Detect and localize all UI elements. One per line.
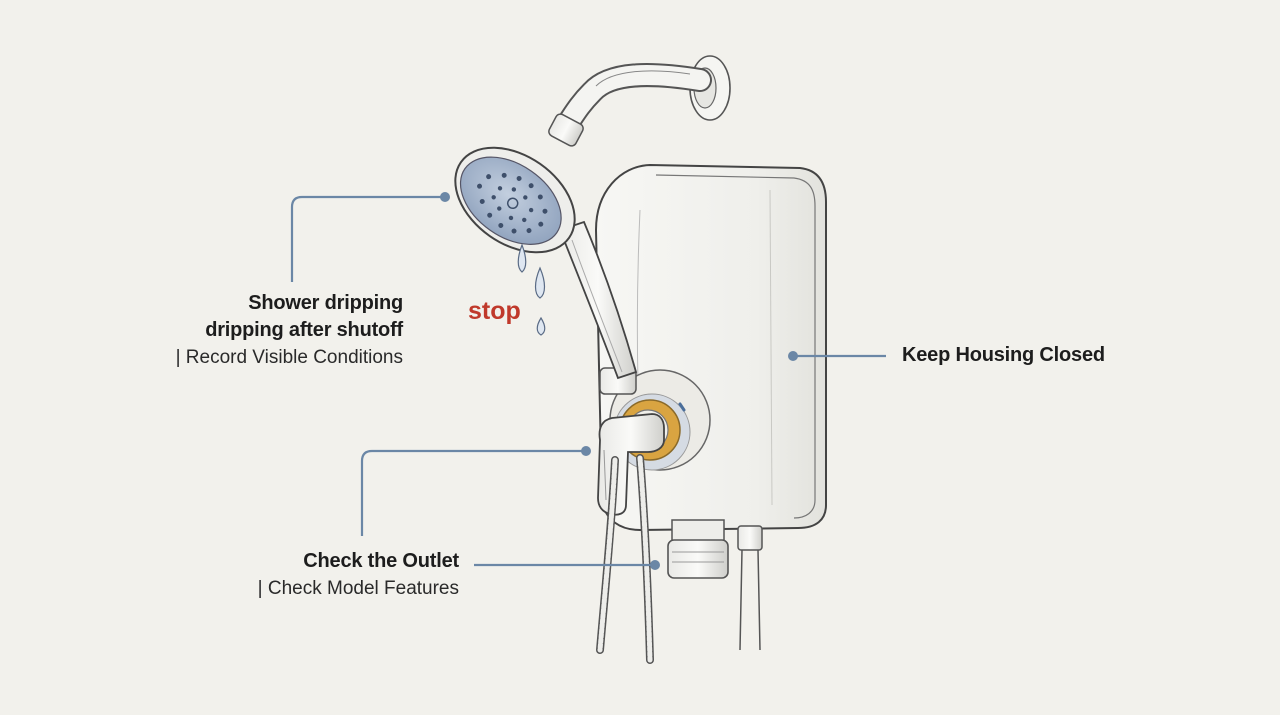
keep-housing-closed-callout: Keep Housing Closed xyxy=(902,344,1105,366)
check-outlet-callout: Check the Outlet | Check Model Features xyxy=(160,548,460,602)
leader-lines xyxy=(290,195,886,567)
shower-dripping-line2: dripping after shutoff xyxy=(205,319,403,341)
record-conditions-note: | Record Visible Conditions xyxy=(175,347,403,368)
check-model-features-note: | Check Model Features xyxy=(257,578,459,599)
shower-arm xyxy=(548,55,731,147)
leader-dots xyxy=(440,192,798,570)
shower-head-icon xyxy=(454,146,638,380)
water-drop-icon xyxy=(517,243,546,336)
stop-label: stop xyxy=(468,297,521,325)
check-outlet-title: Check the Outlet xyxy=(303,550,459,572)
shower-dripping-callout: Shower dripping dripping after shutoff |… xyxy=(100,290,404,371)
shower-hose xyxy=(596,454,654,664)
shower-dripping-line1: Shower dripping xyxy=(248,292,403,314)
